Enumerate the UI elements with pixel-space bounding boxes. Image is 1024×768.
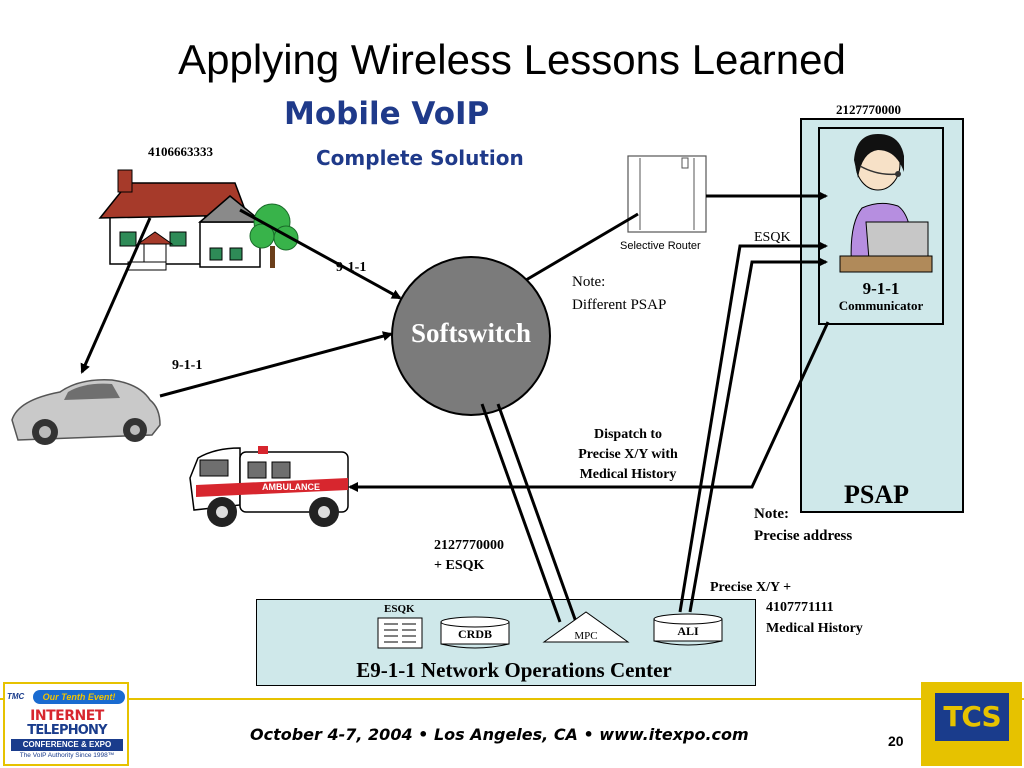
communicator-911-label: 9-1-1 xyxy=(862,279,900,298)
tcs-logo-text: TCS xyxy=(935,693,1009,741)
crdb-label: CRDB xyxy=(457,627,492,641)
footer-text: October 4-7, 2004 • Los Angeles, CA • ww… xyxy=(250,725,749,744)
communicator-label: Communicator xyxy=(838,298,924,313)
page-number: 20 xyxy=(888,733,904,749)
softswitch-to-mpc-line-a xyxy=(480,403,562,623)
house-to-car-arrow xyxy=(80,217,152,374)
logo-tagline: Our Tenth Event! xyxy=(33,690,125,704)
dispatch-to-ambulance-arrow xyxy=(348,321,830,492)
esqk-number-line-2: + ESQK xyxy=(434,558,485,573)
softswitch-to-mpc-line-b xyxy=(496,403,578,623)
precise-line-3: Medical History xyxy=(766,621,863,636)
psap-label: PSAP xyxy=(844,480,909,509)
car-to-softswitch-arrow xyxy=(159,331,393,398)
logo-line-conference: CONFERENCE & EXPO xyxy=(11,739,123,751)
dispatch-line-2: Precise X/Y with xyxy=(578,447,678,462)
mpc-label: MPC xyxy=(574,630,598,642)
selective-router-icon xyxy=(627,155,707,233)
psap-number-label: 2127770000 xyxy=(836,102,901,117)
precise-line-2: 4107771111 xyxy=(766,600,834,615)
precise-line-1: Precise X/Y + xyxy=(710,580,792,595)
esqk-table-icon xyxy=(377,617,423,649)
softswitch-label: Softswitch xyxy=(411,318,531,348)
footer-divider xyxy=(0,698,1024,700)
internet-telephony-logo: TMC Our Tenth Event! INTERNET TELEPHONY … xyxy=(3,682,129,766)
ali-to-communicator-line-b xyxy=(688,257,828,613)
slide-title: Applying Wireless Lessons Learned xyxy=(178,36,846,83)
noc-esqk-label: ESQK xyxy=(384,603,415,615)
ambulance-icon: AMBULANCE xyxy=(189,446,349,527)
ali-to-communicator-line-a xyxy=(678,241,828,613)
house-icon xyxy=(98,169,299,271)
logo-line-authority: The VoIP Authority Since 1998™ xyxy=(19,752,115,759)
tmc-logo-text: TMC xyxy=(7,692,25,701)
dispatch-line-3: Medical History xyxy=(579,467,677,482)
selective-router-label: Selective Router xyxy=(620,240,701,252)
house-911-label: 9-1-1 xyxy=(336,260,367,275)
slide-subtitle-secondary: Complete Solution xyxy=(316,146,524,170)
note-precise-text: Precise address xyxy=(754,528,853,544)
house-number-label: 4106663333 xyxy=(148,144,213,159)
ambulance-text: AMBULANCE xyxy=(262,482,320,492)
crdb-database-icon xyxy=(440,616,510,649)
car-911-label: 9-1-1 xyxy=(172,358,203,373)
mpc-triangle-icon xyxy=(542,611,630,643)
esqk-number-line-1: 2127770000 xyxy=(434,538,504,553)
dispatch-line-1: Dispatch to xyxy=(593,427,663,442)
logo-line-telephony: TELEPHONY xyxy=(27,723,107,738)
logo-line-internet: INTERNET xyxy=(30,708,104,724)
esqk-label: ESQK xyxy=(754,230,791,245)
softswitch-to-router-line xyxy=(525,212,639,282)
car-icon xyxy=(11,379,161,445)
house-to-softswitch-arrow xyxy=(239,208,402,300)
slide-subtitle: Mobile VoIP xyxy=(284,96,490,132)
ali-database-icon xyxy=(653,613,723,646)
operator-icon xyxy=(839,134,933,273)
noc-label: E9-1-1 Network Operations Center xyxy=(356,658,672,682)
ali-label: ALI xyxy=(677,624,699,638)
note-precise-title: Note: xyxy=(754,506,789,522)
note-different-psap-text: Different PSAP xyxy=(572,297,667,313)
note-different-psap-title: Note: xyxy=(572,274,606,290)
